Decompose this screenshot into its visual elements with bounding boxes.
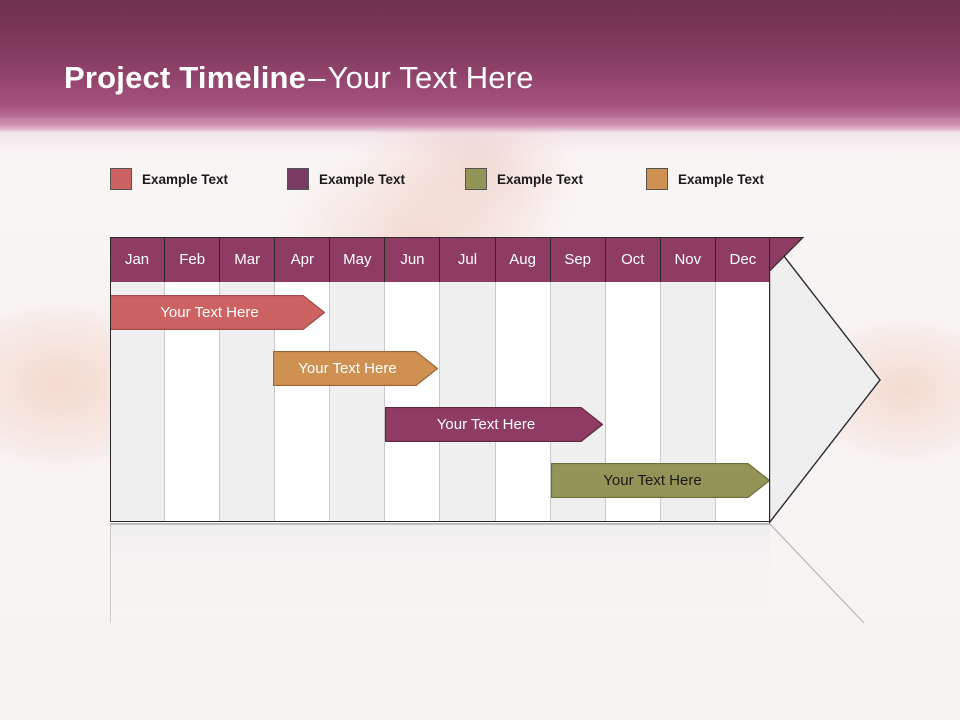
month-header-jun[interactable]: Jun [385,237,441,282]
banner-fade [0,118,960,156]
month-header-aug[interactable]: Aug [495,237,551,282]
page-title-dash: – [308,60,326,95]
month-header-nov[interactable]: Nov [660,237,716,282]
month-header-apr[interactable]: Apr [275,237,331,282]
timeline-bar-shape [385,407,603,442]
grid-column-jan [110,237,166,522]
timeline-bar-label: Your Text Here [603,472,702,489]
month-header-dec[interactable]: Dec [715,237,770,282]
timeline-bar-shape [273,351,438,386]
legend-swatch-icon [465,168,487,190]
month-header-jul[interactable]: Jul [440,237,496,282]
legend-item-4[interactable]: Example Text [646,168,764,190]
legend-item-1[interactable]: Example Text [110,168,228,190]
month-header-mar[interactable]: Mar [220,237,276,282]
legend-swatch-icon [287,168,309,190]
month-header-may[interactable]: May [330,237,386,282]
grid-column-jul [440,237,496,522]
legend-item-3[interactable]: Example Text [465,168,583,190]
timeline-arrow-head [769,237,881,523]
timeline-bar-label: Your Text Here [298,360,397,377]
timeline-bar-3[interactable]: Your Text Here [385,407,603,442]
timeline-bar-label: Your Text Here [436,416,536,433]
timeline-bar-2[interactable]: Your Text Here [273,351,438,386]
legend-swatch-icon [110,168,132,190]
page-title-strong: Project Timeline [64,60,307,95]
legend-item-label: Example Text [319,171,406,187]
legend-item-label: Example Text [142,171,229,187]
title-banner [0,0,960,132]
page-title-light: Your Text Here [327,60,534,95]
month-header-feb[interactable]: Feb [165,237,221,282]
legend-item-label: Example Text [497,171,584,187]
grid-column-aug [495,237,551,522]
legend: Example Text Example Text Example Text Exam… [110,168,830,194]
timeline-bar-shape [551,463,770,498]
month-header-oct[interactable]: Oct [605,237,661,282]
timeline-bar-label: Your Text Here [160,304,259,321]
legend-item-label: Example Text [678,171,765,187]
month-header-sep[interactable]: Sep [550,237,606,282]
grid-column-mar [220,237,276,522]
legend-swatch-icon [646,168,668,190]
timeline-bar-1[interactable]: Your Text Here [110,295,325,330]
timeline-bar-4[interactable]: Your Text Here [551,463,770,498]
month-header-jan[interactable]: Jan [110,237,166,282]
legend-item-2[interactable]: Example Text [287,168,405,190]
chart-reflection-arrow [769,523,865,623]
grid-column-feb [165,237,221,522]
chart-reflection [110,523,770,623]
page-title: Project Timeline–Your Text Here [64,60,534,96]
